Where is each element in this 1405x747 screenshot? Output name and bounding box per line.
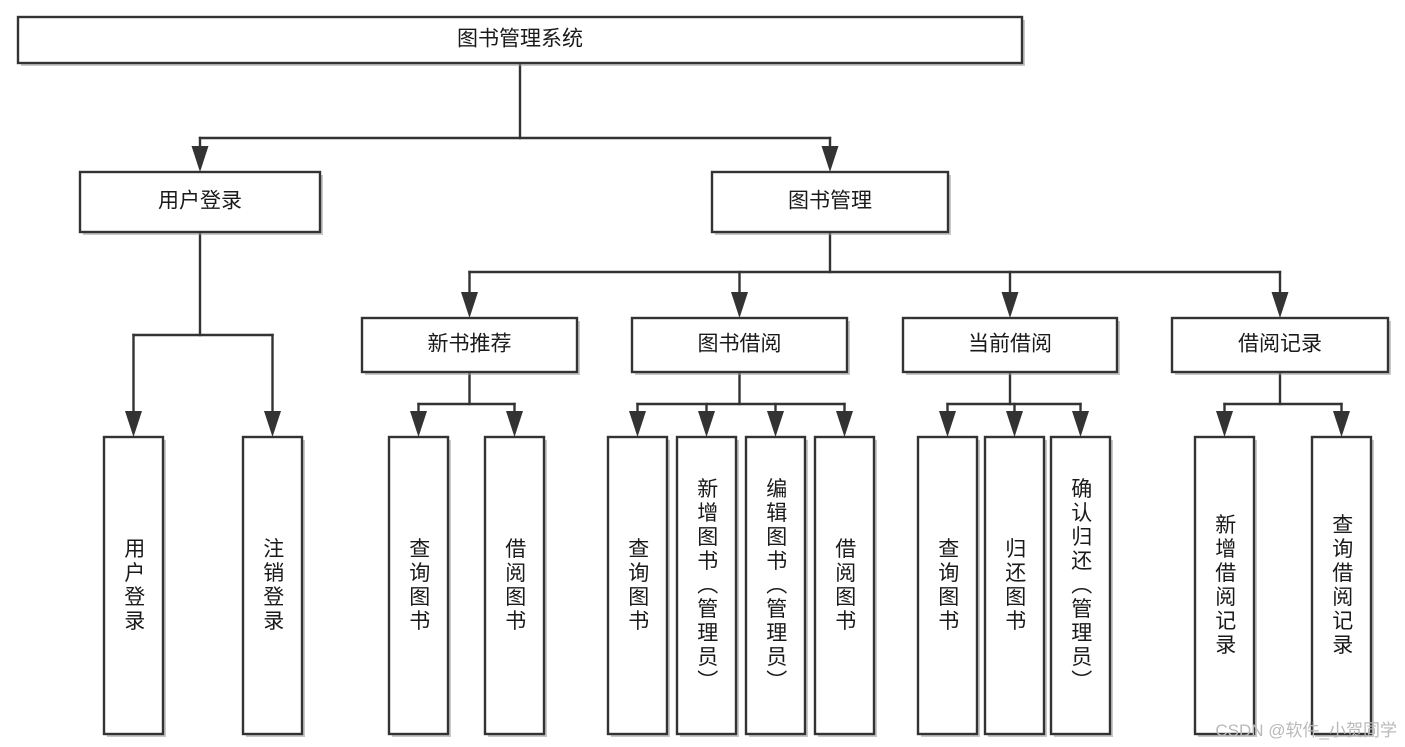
connector-layer <box>125 61 1350 437</box>
node-n-new-book-rec[interactable]: 新书推荐 <box>360 316 580 375</box>
node-l-rec-query-book[interactable]: 查询图书 <box>387 435 451 737</box>
arrow-head-icon <box>731 292 748 318</box>
node-label: 图书管理 <box>788 190 872 213</box>
arrow-head-icon <box>629 411 646 437</box>
node-n-current-borrow[interactable]: 当前借阅 <box>901 316 1120 375</box>
node-label: 借阅记录 <box>1238 333 1322 356</box>
node-label: 查询借阅记录 <box>1330 514 1354 658</box>
arrow-head-icon <box>264 411 281 437</box>
node-box[interactable] <box>916 435 979 736</box>
arrow-head-icon <box>191 146 209 172</box>
node-box[interactable] <box>983 435 1046 736</box>
node-box[interactable] <box>483 435 546 736</box>
node-label: 查询图书 <box>626 538 650 634</box>
connector-group-n-borrow-record <box>1216 370 1350 437</box>
node-l-borrow-query-book[interactable]: 查询图书 <box>606 435 670 737</box>
arrow-head-icon <box>1001 292 1019 318</box>
connector-group-n-book-manage <box>461 230 1289 318</box>
node-label: 图书借阅 <box>698 333 782 356</box>
arrow-head-icon <box>1271 292 1289 318</box>
arrow-head-icon <box>767 411 784 437</box>
node-l-rec-add-record[interactable]: 新增借阅记录 <box>1193 435 1257 737</box>
connector-group-n-book-borrow <box>629 370 853 437</box>
arrow-head-icon <box>836 411 853 437</box>
node-box[interactable] <box>1170 316 1390 374</box>
node-layer: 图书管理系统用户登录图书管理新书推荐图书借阅当前借阅借阅记录用户登录注销登录查询… <box>16 15 1391 737</box>
connector-group-n-user-login <box>125 230 281 437</box>
node-l-cur-confirm-return[interactable]: 确认归还（管理员） <box>1049 435 1113 737</box>
arrow-head-icon <box>125 411 142 437</box>
node-box[interactable] <box>813 435 876 736</box>
node-l-borrow-edit-book[interactable]: 编辑图书（管理员） <box>744 435 808 737</box>
node-l-borrow-borrow-book[interactable]: 借阅图书 <box>813 435 877 737</box>
arrow-head-icon <box>410 411 427 437</box>
node-box[interactable] <box>630 316 849 374</box>
node-l-rec-query-record[interactable]: 查询借阅记录 <box>1310 435 1374 737</box>
node-box[interactable] <box>710 170 950 234</box>
arrow-head-icon <box>1006 411 1023 437</box>
arrow-head-icon <box>1216 411 1233 437</box>
node-label: 注销登录 <box>261 538 285 634</box>
node-box[interactable] <box>102 435 165 736</box>
node-box[interactable] <box>1310 435 1373 736</box>
node-label: 编辑图书（管理员） <box>764 478 788 694</box>
node-l-rec-borrow-book[interactable]: 借阅图书 <box>483 435 547 737</box>
node-l-user-logout[interactable]: 注销登录 <box>241 435 305 737</box>
arrow-head-icon <box>821 146 839 172</box>
node-box[interactable] <box>606 435 669 736</box>
node-box[interactable] <box>78 170 322 234</box>
node-n-book-manage[interactable]: 图书管理 <box>710 170 951 235</box>
node-label: 查询图书 <box>936 538 960 634</box>
node-box[interactable] <box>241 435 304 736</box>
arrow-head-icon <box>1072 411 1089 437</box>
node-label: 用户登录 <box>158 190 242 213</box>
node-label: 图书管理系统 <box>457 28 583 51</box>
node-label: 当前借阅 <box>968 333 1052 356</box>
node-box[interactable] <box>360 316 579 374</box>
node-box[interactable] <box>1193 435 1256 736</box>
node-l-cur-return-book[interactable]: 归还图书 <box>983 435 1047 737</box>
arrow-head-icon <box>698 411 715 437</box>
node-box[interactable] <box>1049 435 1112 736</box>
connector-group-root <box>191 61 839 172</box>
node-box[interactable] <box>744 435 807 736</box>
node-box[interactable] <box>901 316 1119 374</box>
node-label: 借阅图书 <box>833 538 857 634</box>
node-l-cur-query-book[interactable]: 查询图书 <box>916 435 980 737</box>
node-label: 新增图书（管理员） <box>695 478 719 694</box>
connector-group-n-current-borrow <box>939 370 1089 437</box>
node-box[interactable] <box>675 435 738 736</box>
arrow-head-icon <box>1333 411 1350 437</box>
node-n-user-login[interactable]: 用户登录 <box>78 170 323 235</box>
node-box[interactable] <box>387 435 450 736</box>
node-n-borrow-record[interactable]: 借阅记录 <box>1170 316 1391 375</box>
node-l-user-login[interactable]: 用户登录 <box>102 435 166 737</box>
node-label: 用户登录 <box>122 538 146 634</box>
arrow-head-icon <box>939 411 956 437</box>
csdn-watermark: CSDN @软件_小贺同学 <box>1215 721 1397 740</box>
node-label: 确认归还（管理员） <box>1069 478 1093 694</box>
node-box[interactable] <box>16 15 1024 65</box>
node-label: 新增借阅记录 <box>1213 514 1237 658</box>
node-root[interactable]: 图书管理系统 <box>16 15 1025 66</box>
node-l-borrow-add-book[interactable]: 新增图书（管理员） <box>675 435 739 737</box>
arrow-head-icon <box>461 292 478 318</box>
node-label: 归还图书 <box>1003 538 1027 634</box>
node-label: 借阅图书 <box>503 538 527 634</box>
node-label: 查询图书 <box>407 538 431 634</box>
connector-group-n-new-book-rec <box>410 370 523 437</box>
node-label: 新书推荐 <box>428 333 512 356</box>
arrow-head-icon <box>506 411 523 437</box>
node-n-book-borrow[interactable]: 图书借阅 <box>630 316 850 375</box>
